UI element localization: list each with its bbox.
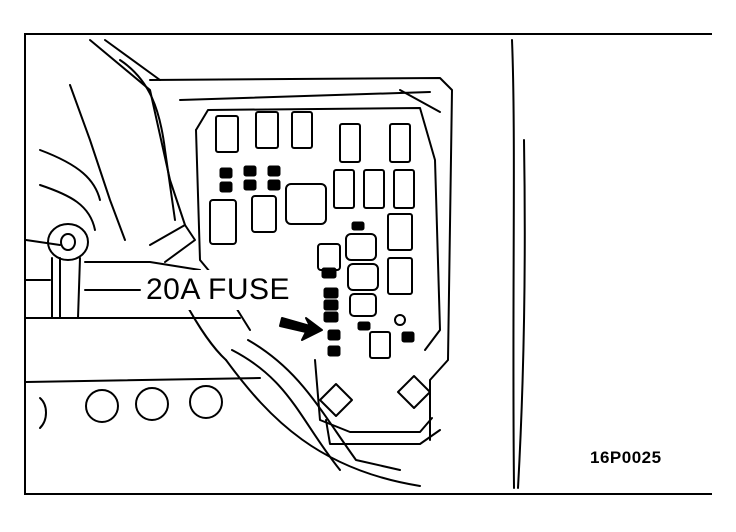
figure-id: 16P0025: [590, 448, 662, 467]
left-bracket-lines: [25, 39, 261, 383]
bottom-connectors: [319, 314, 431, 417]
battery-caps: [39, 385, 223, 429]
fuse-cells: [209, 111, 415, 359]
bolt-stud: [47, 223, 89, 319]
body-panel-lines: [511, 39, 526, 489]
fuse-pointer-arrow: [279, 317, 323, 341]
callout-label: 20A FUSE: [142, 270, 295, 310]
support-rail: [84, 224, 201, 291]
fuse-box-housing: [149, 77, 453, 445]
mini-fuses: [219, 165, 415, 357]
figure-frame: [24, 33, 712, 495]
